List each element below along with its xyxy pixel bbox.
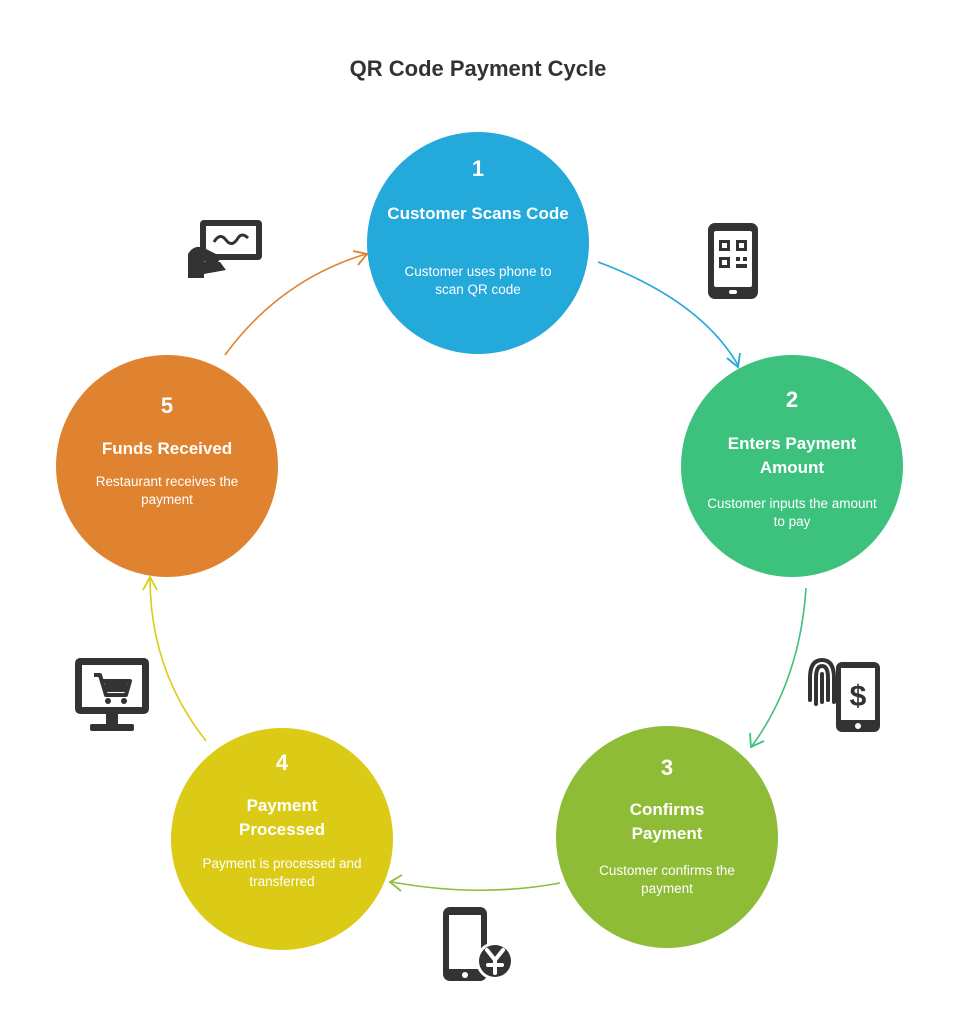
- step-3-title: Confirms Payment: [629, 800, 705, 843]
- step-3-description: Customer confirms the payment: [599, 863, 735, 896]
- step-5-title: Funds Received: [101, 439, 233, 458]
- step-1-number: 1: [471, 156, 485, 181]
- step-2-description: Customer inputs the amount to pay: [707, 496, 877, 529]
- step-3-circle: 3 Confirms Payment Customer confirms the…: [556, 726, 778, 948]
- fingerprint-phone-dollar-icon: $: [808, 657, 880, 732]
- phone-yen-icon: [443, 907, 514, 981]
- connector-3-4: [391, 881, 561, 892]
- connector-2-3: [751, 587, 807, 747]
- hand-payment-icon: [188, 220, 262, 278]
- connector-5-1: [224, 253, 367, 356]
- connector-4-5: [149, 577, 207, 742]
- svg-text:$: $: [850, 680, 867, 713]
- step-4-circle: 4 Payment Processed Payment is processed…: [171, 728, 393, 950]
- arrowhead-4-5: [142, 575, 158, 591]
- diagram-title: QR Code Payment Cycle: [349, 56, 607, 81]
- step-4-number: 4: [275, 750, 289, 775]
- step-5-description: Restaurant receives the payment: [95, 474, 239, 507]
- arrowhead-1-2: [726, 352, 741, 369]
- step-3-number: 3: [660, 755, 674, 780]
- step-4-title: Payment Processed: [239, 796, 325, 839]
- step-5-circle: 5 Funds Received Restaurant receives the…: [56, 355, 278, 577]
- step-1-description: Customer uses phone to scan QR code: [404, 264, 552, 297]
- connector-1-2: [597, 261, 739, 366]
- arrowhead-3-4: [388, 874, 403, 892]
- step-2-title: Enters Payment Amount: [727, 434, 857, 477]
- step-4-description: Payment is processed and transferred: [202, 856, 362, 889]
- phone-qr-icon: [708, 223, 758, 299]
- step-2-number: 2: [785, 387, 799, 412]
- arrowhead-2-3: [749, 732, 765, 749]
- step-1-circle: 1 Customer Scans Code Customer uses phon…: [367, 132, 589, 354]
- step-5-number: 5: [160, 393, 174, 418]
- step-1-title: Customer Scans Code: [387, 204, 569, 223]
- monitor-cart-icon: [75, 658, 149, 731]
- step-2-circle: 2 Enters Payment Amount Customer inputs …: [681, 355, 903, 577]
